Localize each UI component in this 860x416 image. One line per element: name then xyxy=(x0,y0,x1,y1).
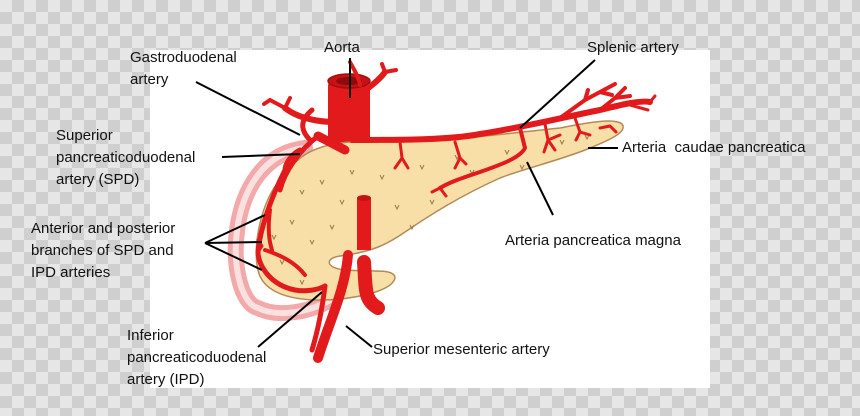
label-gastroduodenal-artery: Gastroduodenal artery xyxy=(130,47,237,91)
leader-lines xyxy=(195,58,618,348)
leader-branches-1 xyxy=(204,214,266,244)
label-line: pancreaticoduodenal xyxy=(127,349,267,366)
label-line: Splenic artery xyxy=(587,39,679,56)
leader-branches-2 xyxy=(204,241,263,244)
leader-splenic xyxy=(519,59,596,129)
label-line: artery xyxy=(130,71,169,88)
label-aorta: Aorta xyxy=(324,37,360,59)
label-spd-artery: Superior pancreaticoduodenal artery (SPD… xyxy=(56,125,195,191)
label-splenic-artery: Splenic artery xyxy=(587,37,679,59)
label-arteria-caudae-pancreatica: Arteria caudae pancreatica xyxy=(622,137,805,159)
pancreas-texture xyxy=(271,134,590,286)
label-superior-mesenteric-artery: Superior mesenteric artery xyxy=(373,339,550,361)
label-line: Arteria caudae pancreatica xyxy=(622,139,806,156)
label-line: Gastroduodenal xyxy=(130,49,237,66)
pancreas xyxy=(255,120,624,301)
label-line: pancreaticoduodenal xyxy=(56,149,196,166)
leader-gastroduodenal xyxy=(195,81,301,136)
label-line: Aorta xyxy=(324,39,360,56)
leader-ipd xyxy=(257,291,323,348)
superior-mesenteric-artery-vessel xyxy=(313,195,385,363)
label-line: Anterior and posterior xyxy=(31,220,176,237)
label-line: Arteria pancreatica magna xyxy=(505,232,681,249)
leader-spd xyxy=(221,153,301,158)
label-ipd-artery: Inferior pancreaticoduodenal artery (IPD… xyxy=(127,325,266,391)
label-line: artery (IPD) xyxy=(127,371,205,388)
label-line: branches of SPD and xyxy=(31,242,174,259)
label-line: Inferior xyxy=(127,327,174,344)
label-arteria-pancreatica-magna: Arteria pancreatica magna xyxy=(505,230,681,252)
leader-magna xyxy=(526,161,554,216)
label-anterior-posterior-branches: Anterior and posterior branches of SPD a… xyxy=(31,218,175,284)
label-line: artery (SPD) xyxy=(56,171,140,188)
leader-sma xyxy=(345,325,373,348)
label-line: Superior xyxy=(56,127,113,144)
label-line: Superior mesenteric artery xyxy=(373,341,550,358)
label-line: IPD arteries xyxy=(31,264,111,281)
leader-branches-3 xyxy=(204,242,263,271)
